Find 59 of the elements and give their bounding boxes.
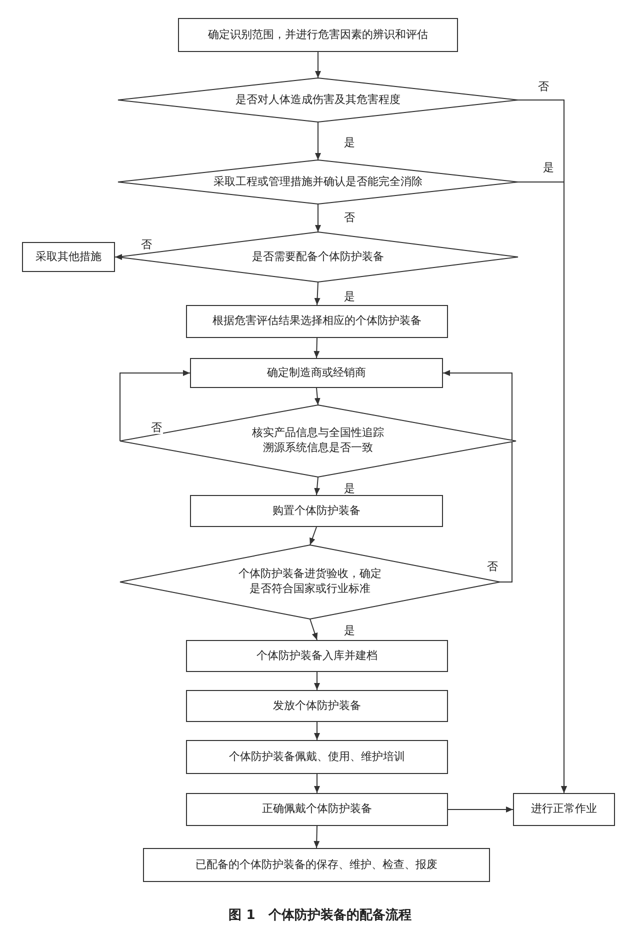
process-box: [190, 358, 443, 388]
decision-text: 个体防护装备进货验收，确定是否符合国家或行业标准: [238, 567, 382, 597]
step-text: 个体防护装备入库并建档: [256, 648, 378, 664]
decision-text: 核实产品信息与全国性追踪溯源系统信息是否一致: [251, 426, 385, 456]
decision-text: 采取工程或管理措施并确认是否能完全消除: [214, 174, 422, 190]
edge-label: 否: [150, 421, 163, 434]
decision-diamond: [118, 160, 518, 204]
arrow: [315, 122, 321, 160]
process-box: [186, 305, 448, 338]
step-text: 进行正常作业: [531, 802, 597, 817]
step-text: 购置个体防护装备: [272, 504, 360, 518]
process-box: [190, 495, 443, 527]
process-box: [186, 640, 448, 672]
arrow: [310, 526, 317, 546]
step-text: 个体防护装备佩戴、使用、维护培训: [229, 750, 405, 764]
step-text: 根据危害评估结果选择相应的个体防护装备: [212, 314, 422, 329]
arrow: [314, 338, 320, 358]
figure-caption: 图 1 个体防护装备的配备流程: [228, 906, 412, 924]
process-box: [143, 848, 490, 882]
edge-label: 是: [542, 161, 555, 174]
arrow: [314, 282, 320, 306]
decision-text: 是否对人体造成伤害及其危害程度: [236, 92, 400, 108]
process-box: [178, 18, 458, 52]
process-box: [186, 793, 448, 826]
arrow: [315, 204, 321, 232]
decision-diamond: [120, 545, 500, 619]
edge-label: 是: [343, 290, 356, 304]
arrow: [314, 476, 320, 496]
process-box: [22, 242, 115, 272]
edge-label: 否: [343, 211, 356, 224]
step-text: 采取其他措施: [36, 250, 102, 264]
decision-text: 是否需要配备个体防护装备: [252, 250, 384, 264]
process-box: [513, 793, 615, 826]
edge-label: 是: [343, 136, 356, 150]
arrow: [114, 254, 122, 260]
arrow: [310, 618, 318, 640]
arrow: [314, 672, 320, 690]
edge-label: 否: [140, 238, 153, 252]
arrow: [314, 774, 320, 794]
edge-label: 是: [343, 482, 356, 496]
step-text: 发放个体防护装备: [273, 698, 361, 714]
process-box: [186, 690, 448, 722]
step-text: 正确佩戴个体防护装备: [262, 802, 372, 817]
decision-diamond: [118, 78, 518, 122]
edge-label: 否: [537, 80, 550, 94]
step-text: 确定识别范围，并进行危害因素的辨识和评估: [208, 28, 428, 42]
decision-diamond: [120, 405, 516, 477]
process-box: [186, 740, 448, 774]
edge-label: 是: [343, 624, 356, 638]
arrow: [442, 370, 512, 582]
edge-label: 否: [486, 560, 499, 574]
arrow: [314, 388, 320, 406]
arrow: [120, 370, 190, 442]
arrow: [315, 52, 321, 78]
arrow: [448, 806, 514, 812]
step-text: 确定制造商或经销商: [267, 366, 366, 380]
step-text: 已配备的个体防护装备的保存、维护、检查、报废: [196, 858, 438, 872]
arrow: [314, 722, 320, 740]
arrow: [314, 826, 320, 848]
